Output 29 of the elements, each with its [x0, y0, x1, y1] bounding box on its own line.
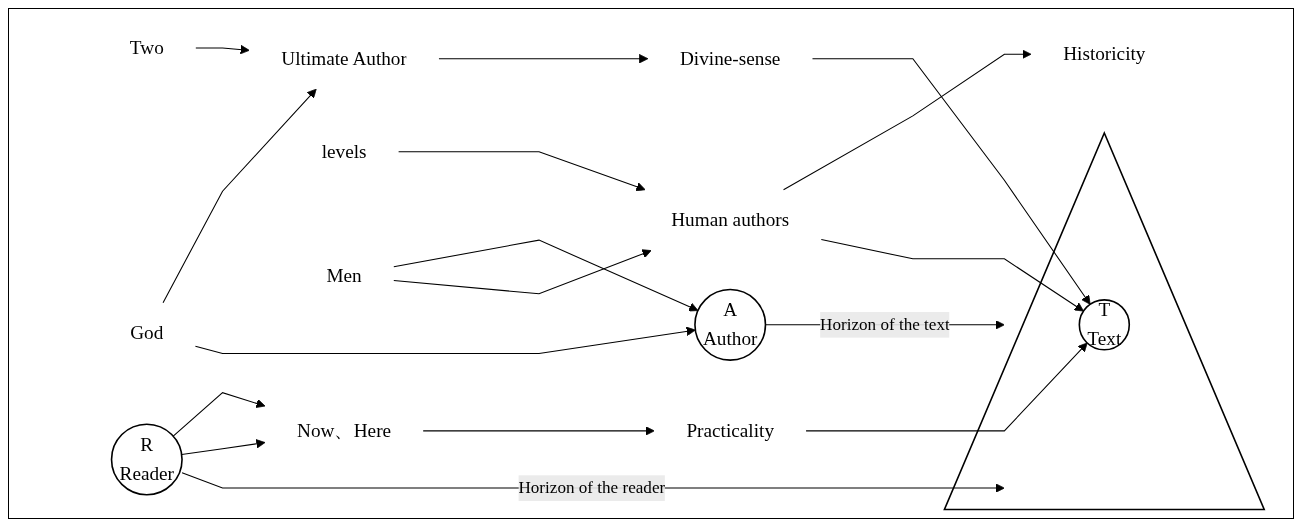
node-circle: A Author [694, 288, 767, 361]
node-circle: R Reader [110, 423, 183, 496]
node-text: levels [321, 140, 367, 162]
node-text: Historicity [1063, 43, 1146, 65]
arrow [820, 238, 1084, 312]
arrow [194, 326, 696, 354]
node-circle: T Text [1078, 299, 1131, 351]
arrow [393, 249, 652, 295]
arrow [805, 342, 1088, 432]
arrow [438, 54, 649, 64]
arrow [393, 239, 699, 312]
node-text: Ultimate Author [281, 47, 407, 69]
arrow [181, 439, 266, 456]
node-text: God [130, 321, 164, 344]
arrow [162, 88, 317, 304]
arrow [811, 58, 1091, 305]
node-text: Now、Here [297, 419, 392, 442]
edge-label: Horizon of the text [820, 315, 950, 334]
arrow [195, 44, 250, 55]
arrow [783, 49, 1032, 191]
arrow [422, 426, 655, 436]
node-text: Two [129, 36, 164, 59]
arrow [172, 392, 266, 437]
node-text: Practicality [686, 419, 774, 442]
edge-label: Horizon of the reader [518, 478, 666, 497]
node-text: Divine-sense [679, 47, 781, 69]
node-text: Men [326, 264, 362, 287]
node-text: Human authors [671, 208, 790, 231]
arrow [398, 151, 646, 192]
